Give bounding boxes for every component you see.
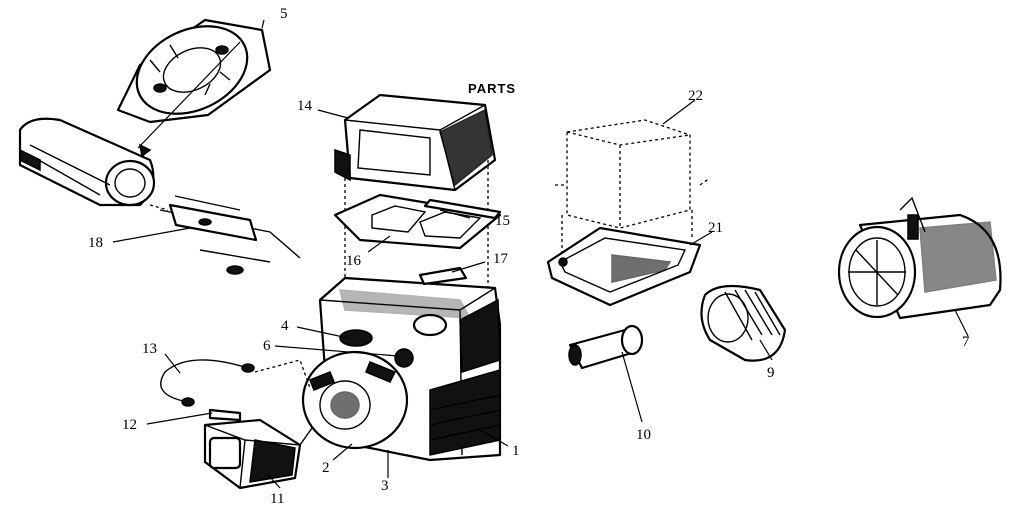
label-5: 5 [280,6,288,22]
label-9: 9 [767,365,775,381]
part-2-front-plate [301,350,409,450]
part-22-dashed-box [555,119,711,255]
part-17-plug [418,266,468,286]
label-1: 1 [512,443,520,459]
part-15-gasket-strip [423,198,502,220]
label-17: 17 [493,251,509,267]
diagram-title: PARTS [468,81,516,96]
label-11: 11 [270,491,284,507]
label-22: 22 [688,88,703,104]
part-11-oil-pump [203,418,313,490]
label-7: 7 [962,334,970,350]
label-4: 4 [281,318,289,334]
label-3: 3 [381,478,389,494]
part-9-blower-wheel [700,284,787,362]
part-16-gasket [333,193,502,250]
label-14: 14 [297,98,313,114]
part-14-transformer [334,93,497,192]
label-13: 13 [142,341,157,357]
label-2: 2 [322,460,330,476]
part-10-coupling [568,324,644,370]
label-10: 10 [636,427,651,443]
air-tube [18,117,156,207]
label-21: 21 [708,220,723,236]
part-4-cover-plate [339,329,373,347]
part-12-fitting [208,408,242,422]
arrow-5-to-tube [137,41,241,149]
part-5-end-plate [116,18,272,124]
label-18: 18 [88,235,103,251]
label-6: 6 [263,338,271,354]
part-18-electrode-assembly [149,195,301,275]
label-15: 15 [495,213,510,229]
label-12: 12 [122,417,137,433]
part-13-cable [160,359,249,403]
leader-lines [112,99,969,489]
part-21-tray [546,226,702,307]
part-6-plug [394,348,414,368]
label-16: 16 [346,253,362,269]
part-7-motor [837,196,1002,320]
